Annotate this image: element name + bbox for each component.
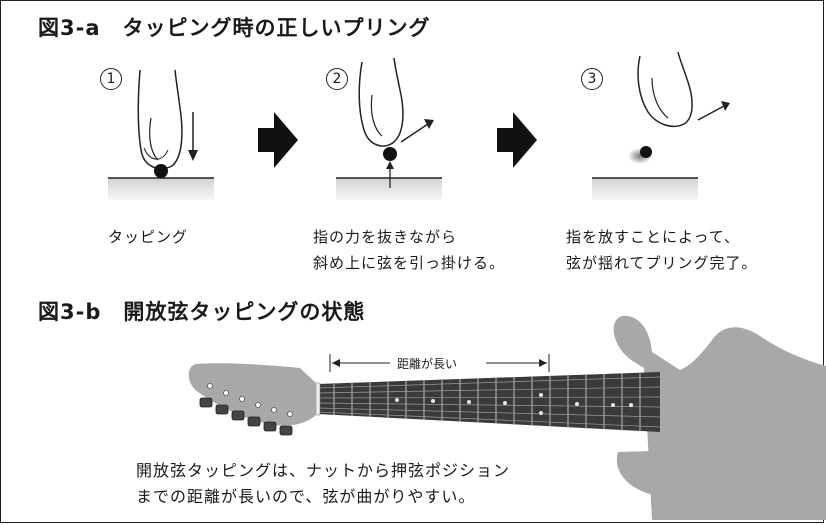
guitar-nut (315, 382, 321, 416)
guitar-illustration (188, 315, 826, 520)
tuner-keys (199, 397, 293, 436)
step-1-string-ball (154, 164, 168, 178)
guitar-body-lower (616, 450, 700, 497)
step-3-number: 3 (581, 68, 603, 90)
figure-b-heading: 図3-b 開放弦タッピングの状態 (38, 300, 366, 324)
step-3-caption: 指を放すことによって、 弦が揺れてプリング完了。 (566, 228, 758, 272)
progress-arrow-1 (258, 112, 298, 168)
step-2-string-ball (383, 147, 397, 161)
inlay-dots (395, 393, 633, 415)
step-3-release-arrow (697, 105, 725, 121)
step-1-fretboard-surface (108, 178, 214, 200)
step-1-number: 1 (100, 68, 122, 90)
progress-arrow-2 (497, 112, 537, 168)
step-2-finger (358, 57, 404, 147)
step-1-illustration (108, 69, 214, 200)
step-3-finger (637, 51, 693, 128)
step-2-number: 2 (326, 68, 348, 90)
distance-bracket (329, 354, 550, 372)
figure-a-heading: 図3-a タッピング時の正しいプリング (38, 16, 431, 40)
frets (333, 372, 641, 432)
step-3-illustration (592, 51, 730, 200)
step-3-fretboard-surface (592, 178, 698, 200)
step-2-diagonal-arrow (400, 123, 429, 143)
guitar-headstock (188, 363, 316, 426)
guitar-neck (318, 372, 660, 432)
step-1-finger (137, 69, 183, 170)
step-1-caption: タッピング (108, 228, 189, 246)
step-2-caption: 指の力を抜きながら 斜め上に弦を引っ掛ける。 (313, 228, 506, 272)
distance-label: 距離が長い (394, 355, 461, 372)
figure-b-caption: 開放弦タッピングは、ナットから押弦ポジション までの距離が長いので、弦が曲がりや… (136, 461, 511, 506)
step-2-fretboard-surface (336, 178, 442, 200)
step-2-illustration (336, 57, 442, 200)
strings (317, 376, 661, 428)
step-3-string-ball (640, 146, 652, 158)
tuner-posts (207, 383, 293, 417)
